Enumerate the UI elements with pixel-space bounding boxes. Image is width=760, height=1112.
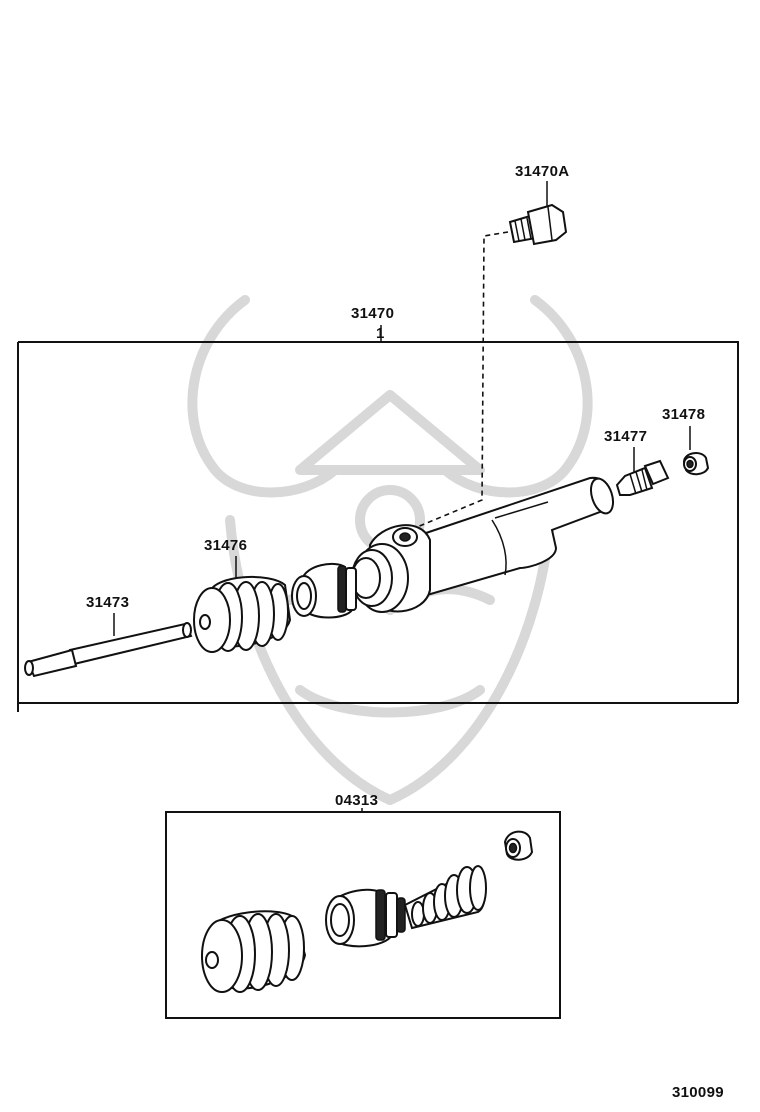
label-assembly-qty: 1 xyxy=(376,325,385,342)
label-cap: 31478 xyxy=(662,406,705,423)
piston-part xyxy=(291,562,357,619)
label-assembly: 31470 xyxy=(351,305,394,322)
cap-part xyxy=(682,452,710,476)
drawing-number: 310099 xyxy=(672,1084,724,1101)
assembly-frame xyxy=(17,341,739,712)
label-repair-kit: 04313 xyxy=(335,792,378,809)
bolt-locator-line xyxy=(409,231,509,531)
plug-part xyxy=(615,459,670,496)
repair-kit-frame xyxy=(165,811,561,1019)
bolt-part xyxy=(508,203,568,246)
kit-spring-part xyxy=(403,865,487,930)
label-bolt: 31470A xyxy=(515,163,569,180)
push-rod-part xyxy=(24,622,193,678)
label-plug: 31477 xyxy=(604,428,647,445)
kit-piston-part xyxy=(325,888,406,948)
kit-boot-part xyxy=(201,910,307,993)
label-boot: 31476 xyxy=(204,537,247,554)
kit-cap-part xyxy=(503,830,534,861)
cylinder-body xyxy=(351,476,615,613)
label-push-rod: 31473 xyxy=(86,594,129,611)
boot-part xyxy=(193,575,292,653)
leader-lines xyxy=(113,181,691,812)
